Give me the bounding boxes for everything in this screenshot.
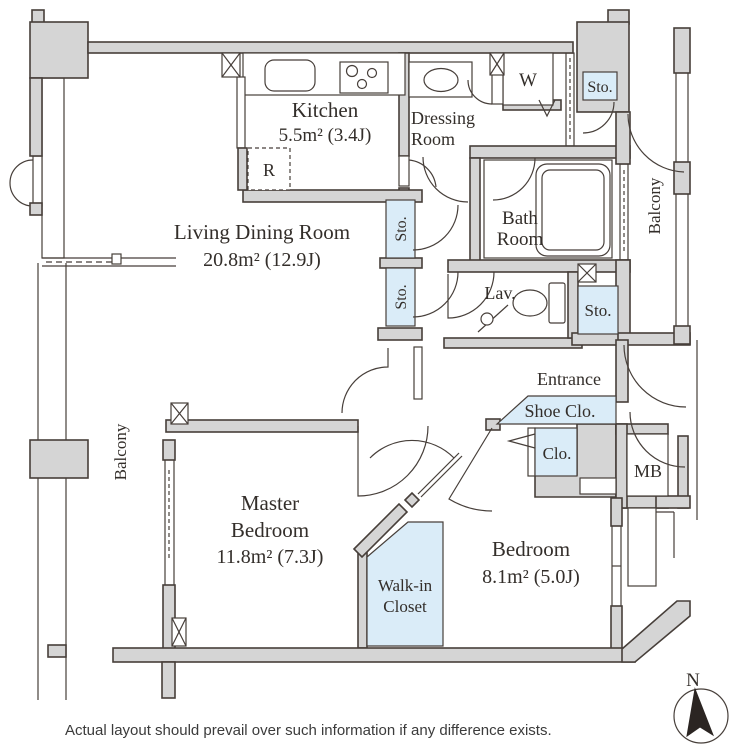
pipe-space-box [221,52,241,78]
storage-hall-upper [385,199,416,259]
compass-north-label: N [686,670,700,691]
storage-label-top-right: Sto. [587,79,612,96]
storage-label-by-lav: Sto. [585,301,612,320]
dressing-room-label-2: Room [411,129,455,149]
pipe-space-box [171,617,187,647]
compass-needle [686,687,715,738]
bath-inner-line [483,159,613,259]
hanger-pipe-symbol [506,433,536,449]
shoe-closet-area [495,395,617,425]
bedroom-area: 8.1m² (5.0J) [482,566,580,588]
pipe-space-box [170,402,189,425]
storage-label-hall-lower: Sto. [393,284,410,309]
disclaimer-note: Actual layout should prevail over such i… [65,722,552,739]
door-swings [341,79,687,512]
lavatory-label: Lav. [484,283,515,303]
kitchen-area: 5.5m² (3.4J) [279,125,372,146]
kitchen-label: Kitchen [292,98,359,122]
balcony-label-right: Balcony [645,177,664,234]
entrance-label: Entrance [537,369,601,389]
window-swing-arc [9,159,34,207]
storage-label-hall-upper: Sto. [393,216,410,241]
toilet-bowl [512,289,548,317]
washer-label: W [519,70,537,91]
master-bedroom-area: 11.8m² (7.3J) [217,546,324,568]
bedroom-label: Bedroom [492,537,570,561]
compass: N [673,670,729,744]
walk-in-closet-label-1: Walk-in [378,576,433,595]
door-leaf [491,73,504,105]
pipe-space-box [489,52,505,76]
compass-circle [673,688,729,744]
storage-hall-lower [385,267,416,327]
closet-area [534,427,578,477]
door-leaf [398,155,410,187]
entrance-step [579,477,617,495]
closet-label: Clo. [543,444,572,463]
walk-in-closet-area [366,521,444,647]
bathtub [535,163,611,257]
pipe-space-box [577,263,597,283]
walk-in-closet-label-2: Closet [383,597,427,616]
kitchen-sink [264,59,316,92]
storage-areas [366,71,619,647]
wash-basin [423,67,459,93]
master-bedroom-label-1: Master [241,491,299,515]
storage-top-right [582,71,618,101]
living-dining-area: 20.8m² (12.9J) [203,249,321,271]
meter-box-label: MB [634,461,662,481]
windows [9,52,629,609]
bath-room-label-1: Bath [502,208,538,229]
corner-basin [480,312,494,326]
shoe-closet-label: Shoe Clo. [524,401,595,421]
meter-box-interior [626,433,669,497]
pipe-spaces [170,52,597,647]
dressing-room-label-1: Dressing [411,108,475,128]
fixtures [236,52,675,587]
master-bedroom-label-2: Bedroom [231,518,309,542]
balcony-label-left: Balcony [111,423,130,480]
refrigerator-space [247,147,291,191]
walls [29,9,691,699]
storage-by-lav [577,285,619,335]
washer-space [502,52,554,106]
faucet-symbol [538,99,556,118]
service-shaft [627,507,657,587]
bath-room-label-2: Room [497,229,544,250]
living-dining-label: Living Dining Room [174,220,350,244]
refrigerator-label: R [263,160,275,180]
toilet-tank [548,282,566,324]
